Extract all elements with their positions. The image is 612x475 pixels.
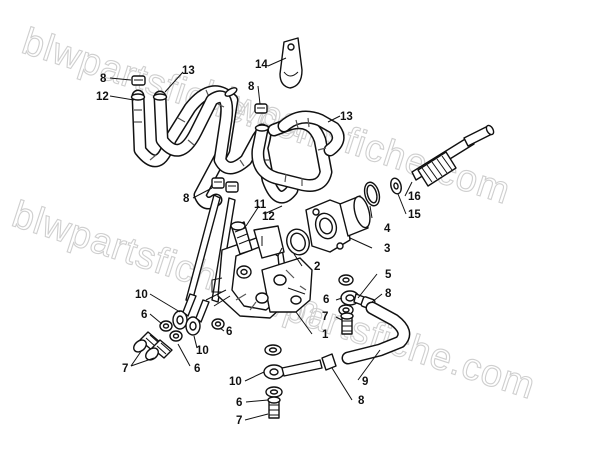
gasket-2 [286,228,310,256]
callout-6: 6 [226,326,232,338]
callout-14: 14 [255,59,268,71]
washer-15 [390,177,402,195]
drive-housing-3 [305,195,371,253]
callout-12: 12 [96,91,109,103]
banjo-fitting-10-left [172,293,197,330]
callout-10: 10 [196,345,209,357]
leader-lines [109,57,413,421]
callout-4: 4 [384,223,391,235]
washer-6-right-top [338,274,354,286]
banjo-fitting-10-mid [185,299,210,336]
oil-pump-assembly [205,225,313,319]
clamp-8-top [131,75,146,86]
clamp-8-left-b [225,181,239,193]
callout-11: 11 [254,199,267,211]
callout-10: 10 [229,376,242,388]
washer-6-bottom [265,386,283,398]
callout-8: 8 [100,73,107,85]
hose-13-right [251,110,345,192]
bolt-11 [230,221,253,255]
callout-6: 6 [141,309,147,321]
o-ring-4 [363,181,381,207]
callout-6: 6 [236,397,242,409]
hose-ends [130,87,270,132]
callout-13: 13 [340,111,353,123]
callout-5: 5 [385,269,392,281]
callout-2: 2 [314,261,320,273]
clamp-8-left-a [211,177,225,189]
callout-10: 10 [135,289,148,301]
bolt-7-bottom [267,396,281,419]
callout-7: 7 [236,415,242,427]
callout-7: 7 [122,363,128,375]
bolt-7-right [340,312,354,335]
callout-6: 6 [323,294,329,306]
washer-6-left-a [159,320,173,332]
callout-9: 9 [362,376,368,388]
callout-labels: 8 12 13 14 8 13 8 11 12 2 1 4 3 16 15 5 … [96,59,421,427]
callout-8: 8 [183,193,190,205]
callout-16: 16 [408,191,421,203]
callout-15: 15 [408,209,421,221]
drive-gear-16 [411,124,495,187]
callout-7: 7 [322,311,328,323]
callout-8: 8 [385,288,392,300]
callout-6: 6 [194,363,200,375]
callout-12: 12 [262,211,275,223]
hose-9 [341,301,411,365]
banjo-fitting-10-bottom [263,359,323,380]
callout-3: 3 [384,243,390,255]
callout-1: 1 [322,329,329,341]
bracket-14 [279,37,303,89]
hose-12 [131,85,239,210]
clamp-8-bottom [321,353,337,371]
bolt-7-left-b [145,339,173,361]
callout-13: 13 [182,65,195,77]
washer-lower-center [264,344,282,356]
callout-8: 8 [248,81,255,93]
washer-6-left-c [211,318,225,330]
clamp-8-mid [254,103,268,114]
washer-6-left-b [169,330,183,342]
callout-8: 8 [358,395,365,407]
